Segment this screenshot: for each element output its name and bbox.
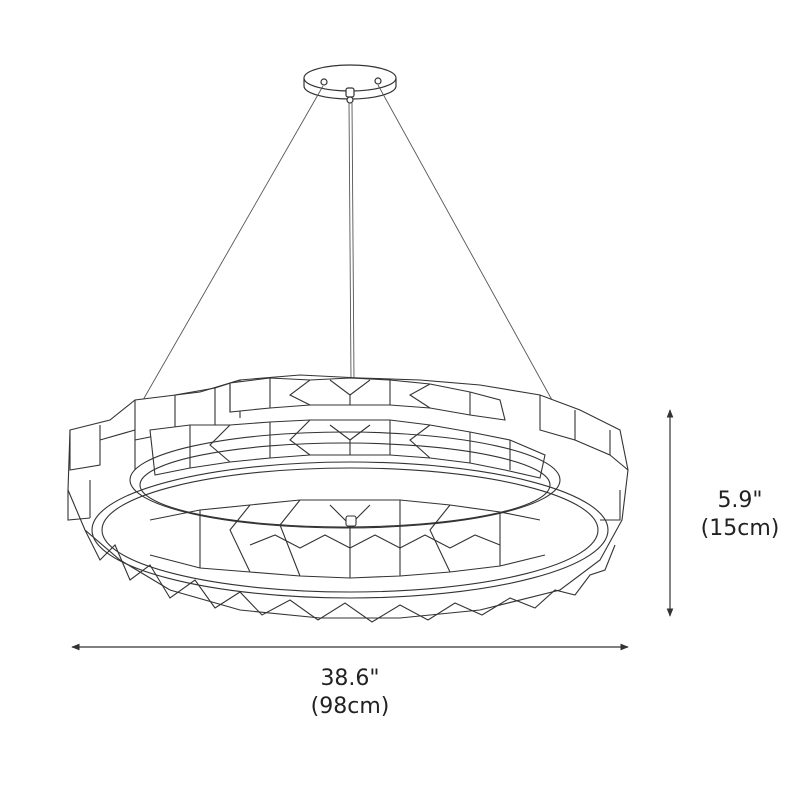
- height-imperial: 5.9": [717, 488, 763, 513]
- lower-crystal-tier: [149, 499, 546, 579]
- width-dimension-label: 38.6" (98cm): [250, 665, 450, 721]
- height-metric: (15cm): [700, 516, 780, 541]
- width-metric: (98cm): [310, 694, 390, 719]
- ceiling-canopy: [303, 64, 397, 104]
- height-dimension-label: 5.9" (15cm): [680, 487, 800, 543]
- upper-crystal-tier: [149, 377, 546, 479]
- ring-frame: [91, 431, 609, 599]
- chandelier-body: [67, 374, 629, 623]
- width-imperial: 38.6": [320, 666, 380, 691]
